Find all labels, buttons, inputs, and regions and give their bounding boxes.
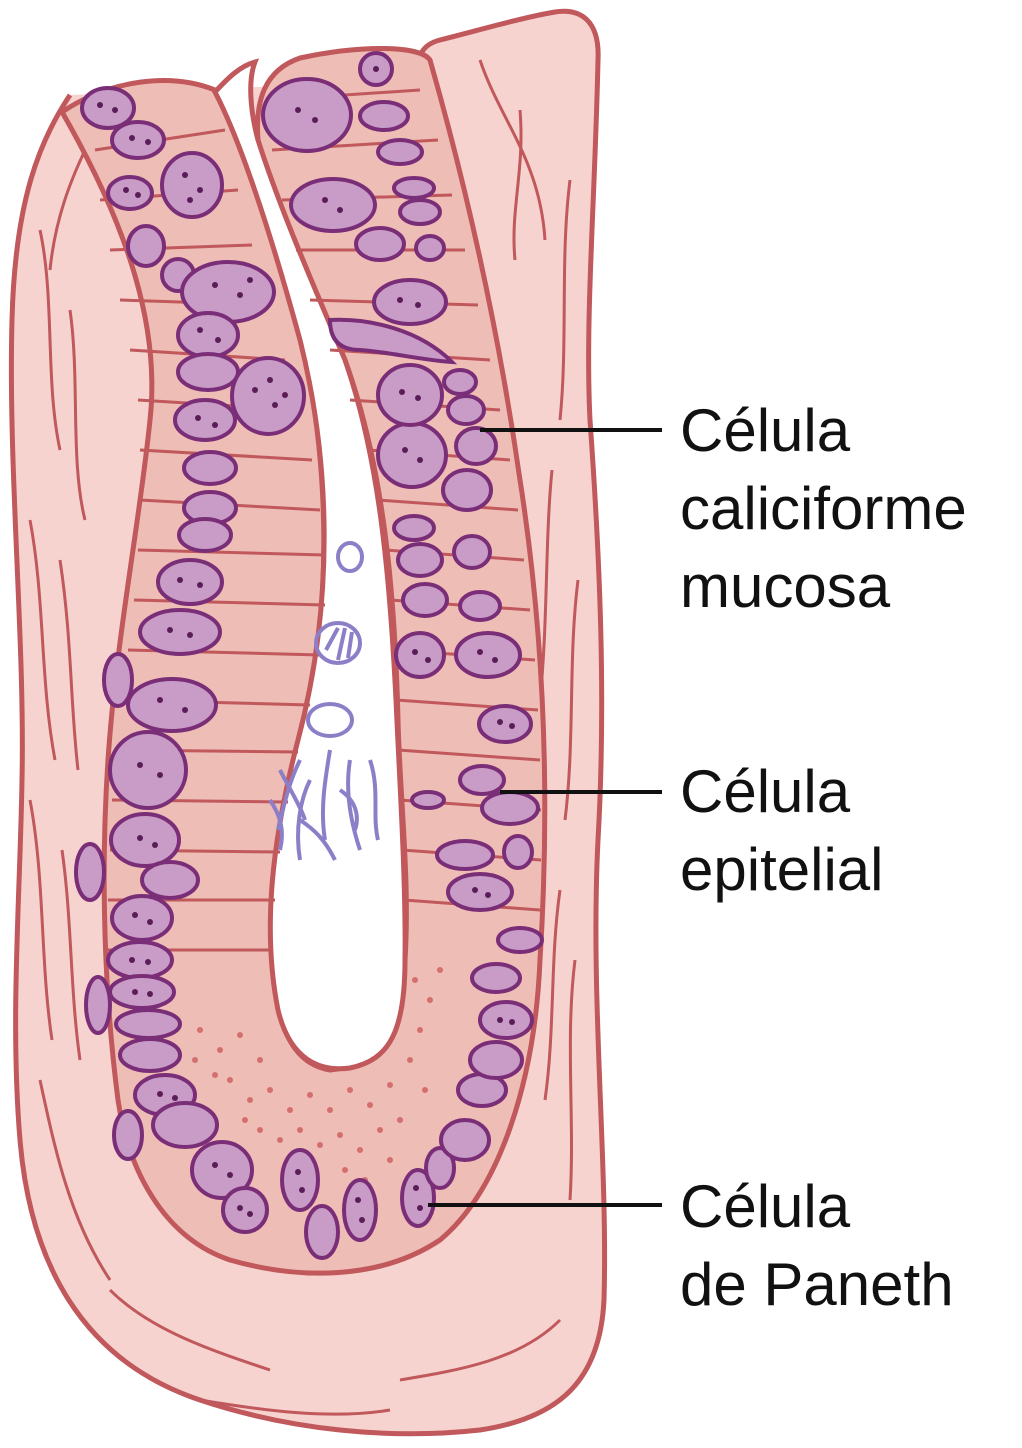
label-epithelial-line1: Célula xyxy=(680,753,883,831)
label-goblet-line2: caliciforme xyxy=(680,470,967,548)
label-epithelial-line2: epitelial xyxy=(680,831,883,909)
label-goblet-line1: Célula xyxy=(680,392,967,470)
label-paneth-cell: Célula de Paneth xyxy=(680,1168,954,1324)
label-goblet-line3: mucosa xyxy=(680,548,967,626)
label-paneth-line1: Célula xyxy=(680,1168,954,1246)
label-goblet-cell: Célula caliciforme mucosa xyxy=(680,392,967,626)
label-paneth-line2: de Paneth xyxy=(680,1246,954,1324)
label-epithelial-cell: Célula epitelial xyxy=(680,753,883,909)
